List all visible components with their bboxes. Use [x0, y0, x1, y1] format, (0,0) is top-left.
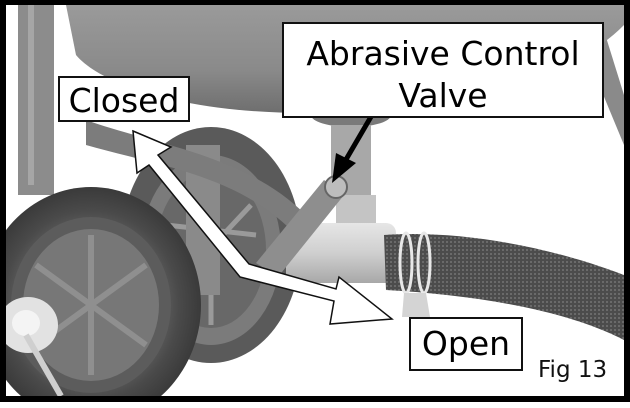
abrasive-control-valve-label: Abrasive Control Valve — [282, 22, 604, 118]
valve-label-line2: Valve — [398, 76, 488, 115]
open-closed-arrow — [132, 129, 394, 325]
valve-pointer-arrow — [332, 113, 375, 183]
closed-label: Closed — [58, 76, 190, 122]
figure-caption: Fig 13 — [538, 357, 608, 383]
valve-label-line1: Abrasive Control — [306, 34, 580, 73]
open-label: Open — [409, 317, 523, 371]
